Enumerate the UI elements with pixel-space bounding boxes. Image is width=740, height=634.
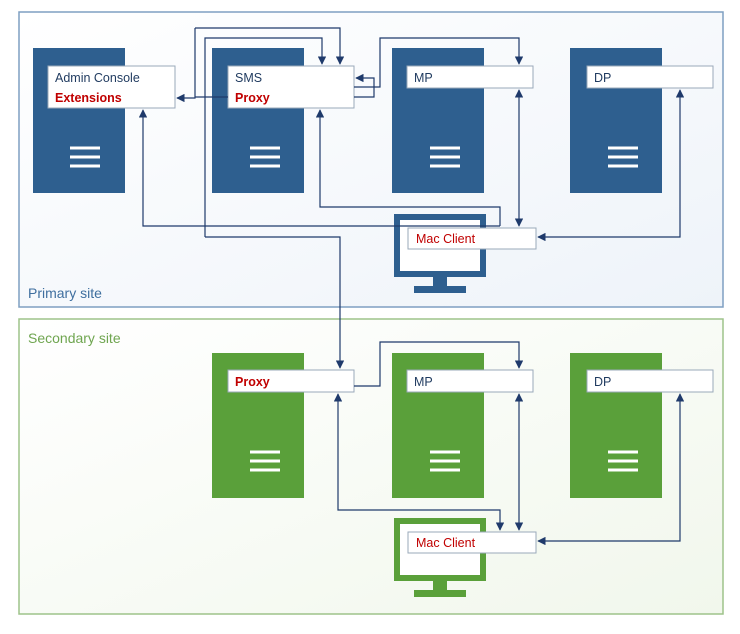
dp-primary-label-box: [586, 65, 714, 89]
proxy-secondary-label-box: [227, 369, 355, 393]
admin-console-label-box: [47, 65, 176, 109]
mp-primary-label: MP: [414, 71, 433, 85]
mp-secondary-label: MP: [414, 375, 433, 389]
arrow-console-to-sms: [195, 27, 345, 65]
arrow-dp-mac-client-secondary: [537, 393, 685, 546]
mac-client-secondary-label: Mac Client: [416, 536, 476, 550]
admin-console-label: Admin Console: [55, 71, 140, 85]
arrow-secondary-proxy-to-primary: [205, 236, 345, 369]
proxy-secondary-label: Proxy: [235, 375, 270, 389]
primary-site-label: Primary site: [28, 285, 102, 301]
server-menu-icon: [250, 450, 280, 472]
dp-secondary-label: DP: [594, 375, 611, 389]
arrow-client-to-extensions: [138, 109, 500, 227]
dp-secondary-label-box: [586, 369, 714, 393]
arrow-proxy-to-client: [315, 109, 501, 226]
arrow-proxy-client-secondary: [333, 393, 505, 531]
sms-proxy-label: Proxy: [235, 91, 270, 105]
connectors: [138, 27, 685, 546]
mp-primary-label-box: [406, 65, 534, 89]
server-menu-icon: [70, 146, 100, 168]
arrow-proxy-to-extensions: [177, 28, 228, 98]
secondary-site-label: Secondary site: [28, 330, 121, 346]
arrow-secondary-proxy-to-sms: [204, 37, 327, 237]
arrow-sms-to-mp: [354, 37, 524, 88]
arrow-proxy-to-mp-secondary: [354, 341, 524, 387]
mac-client-secondary-label-box: [407, 531, 537, 554]
dp-primary-label: DP: [594, 71, 611, 85]
sms-label: SMS: [235, 71, 262, 85]
mac-client-primary-label-box: [407, 227, 537, 250]
extensions-label: Extensions: [55, 91, 122, 105]
server-menu-icon: [250, 146, 280, 168]
server-menu-icon: [430, 146, 460, 168]
arrow-dp-mac-client: [537, 89, 685, 242]
mp-secondary-label-box: [406, 369, 534, 393]
mac-client-primary-label: Mac Client: [416, 232, 476, 246]
sms-label-box: [227, 65, 355, 109]
